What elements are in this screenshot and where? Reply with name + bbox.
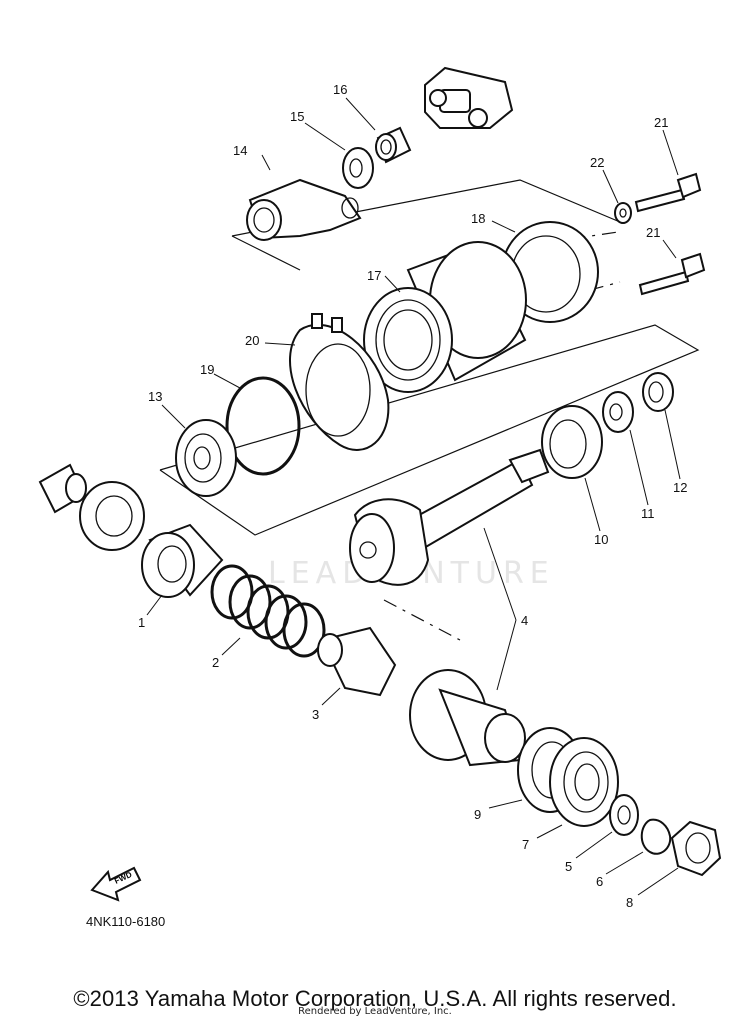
leader-lines <box>146 97 681 896</box>
callout-8: 8 <box>626 895 633 910</box>
rendered-by-credit: Rendered by LeadVenture, Inc. <box>298 1006 452 1017</box>
part-21-bolt-lower <box>638 252 706 296</box>
callout-19: 19 <box>200 362 214 377</box>
callout-1: 1 <box>138 615 145 630</box>
part-17-housing <box>363 241 527 393</box>
callout-2: 2 <box>212 655 219 670</box>
part-4-pinion-shaft <box>349 448 550 586</box>
callout-9: 9 <box>474 807 481 822</box>
callout-5: 5 <box>565 859 572 874</box>
part-13-bearing <box>175 419 237 497</box>
part-8-nut <box>670 820 722 877</box>
part-15-washer <box>342 147 374 189</box>
callout-11: 11 <box>641 506 655 521</box>
callout-14: 14 <box>233 143 247 158</box>
part-1-collar <box>141 523 224 598</box>
part-22-washer <box>614 202 632 224</box>
callout-10: 10 <box>594 532 608 547</box>
callout-17: 17 <box>367 268 381 283</box>
part-21-bolt-upper <box>634 172 702 213</box>
part-16-collar <box>375 126 412 164</box>
callout-21-lower: 21 <box>646 225 660 240</box>
part-10-bearing <box>541 405 603 479</box>
part-3-cam <box>317 626 397 697</box>
callout-16: 16 <box>333 82 347 97</box>
part-2-spring <box>210 564 326 658</box>
callout-20: 20 <box>245 333 259 348</box>
diagram-code: 4NK110-6180 <box>86 914 166 929</box>
part-12-seal <box>642 372 674 412</box>
callout-18: 18 <box>471 211 485 226</box>
callout-3: 3 <box>312 707 319 722</box>
part-20-shim-plate <box>289 313 390 451</box>
callout-6: 6 <box>596 874 603 889</box>
part-7-bearing <box>549 737 619 827</box>
left-seal <box>79 481 145 551</box>
copyright-notice: ©2013 Yamaha Motor Corporation, U.S.A. A… <box>73 986 677 1011</box>
callout-12: 12 <box>673 480 687 495</box>
callout-7: 7 <box>522 837 529 852</box>
part-14-yoke <box>246 178 362 241</box>
part-5-washer <box>609 794 639 836</box>
shaft-stub <box>38 463 87 514</box>
callout-15: 15 <box>290 109 304 124</box>
universal-joint <box>424 66 514 129</box>
callout-13: 13 <box>148 389 162 404</box>
part-6-lock-washer <box>640 818 672 855</box>
callout-22: 22 <box>590 155 604 170</box>
callout-4: 4 <box>521 613 528 628</box>
ring-gear <box>409 669 526 767</box>
part-19-o-ring <box>225 376 301 476</box>
callout-21-upper: 21 <box>654 115 668 130</box>
group-outline-middle <box>159 324 700 536</box>
fwd-arrow-icon <box>90 866 142 902</box>
part-11-washer <box>602 391 634 433</box>
